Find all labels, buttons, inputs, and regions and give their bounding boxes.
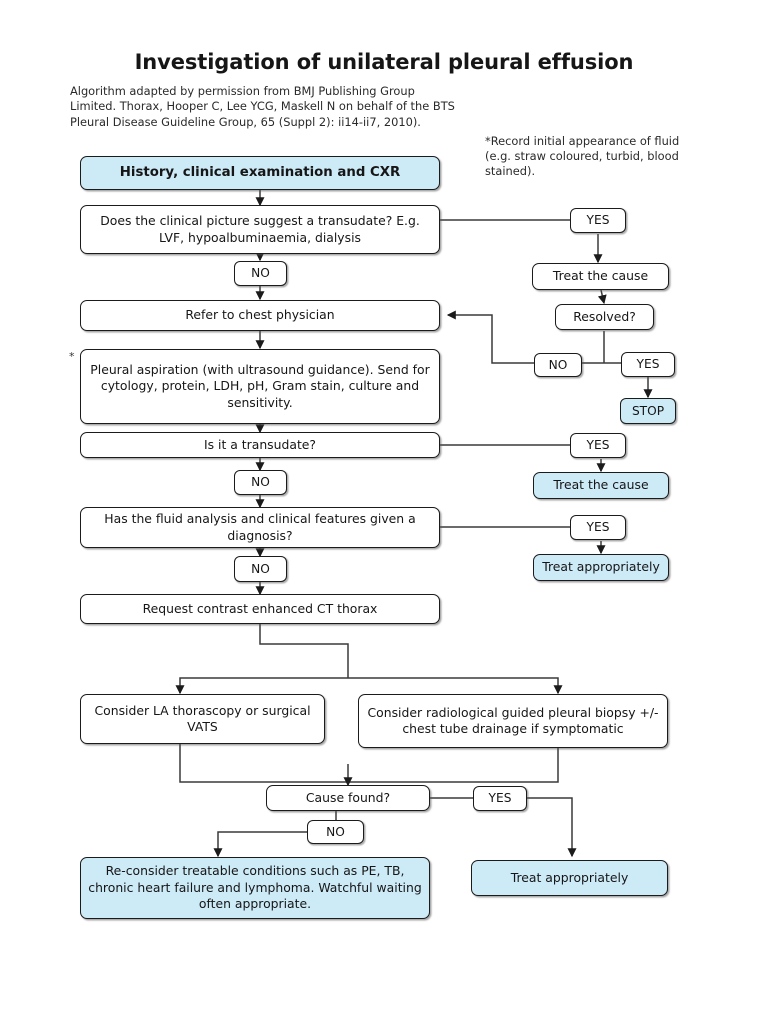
node-cause-found-label: Cause found? [305,789,391,805]
node-resolved-label: Resolved? [573,308,636,324]
page-title: Investigation of unilateral pleural effu… [134,50,634,74]
node-treat-appropriately-mid[interactable]: Treat appropriately [533,554,669,581]
node-resolved[interactable]: Resolved? [555,304,654,330]
node-no-3[interactable]: NO [234,556,287,582]
node-pleural-biopsy[interactable]: Consider radiological guided pleural bio… [358,694,668,748]
node-no-3-label: NO [251,561,270,576]
node-pleural-biopsy-label: Consider radiological guided pleural bio… [367,704,659,736]
node-treat-cause-blue[interactable]: Treat the cause [533,472,669,499]
node-treat-appropriately-bottom-label: Treat appropriately [510,869,629,885]
asterisk-marker: * [69,350,75,363]
node-yes-1-label: YES [586,213,610,228]
node-diagnosis-question[interactable]: Has the fluid analysis and clinical feat… [80,507,440,548]
node-cause-found[interactable]: Cause found? [266,785,430,811]
node-cause-found-yes-label: YES [488,791,512,806]
node-reconsider-conditions[interactable]: Re-consider treatable conditions such as… [80,857,430,919]
node-yes-3[interactable]: YES [570,515,626,540]
node-treat-cause-top-label: Treat the cause [552,268,649,284]
node-no-1-label: NO [251,266,270,281]
node-resolved-no-label: NO [548,357,568,372]
node-resolved-yes[interactable]: YES [621,352,675,377]
node-resolved-yes-label: YES [636,357,660,372]
node-cause-found-no-label: NO [326,824,345,839]
node-stop-label: STOP [631,403,665,418]
node-no-1[interactable]: NO [234,261,287,286]
node-transudate-question[interactable]: Does the clinical picture suggest a tran… [80,205,440,254]
node-ct-thorax[interactable]: Request contrast enhanced CT thorax [80,594,440,624]
node-history[interactable]: History, clinical examination and CXR [80,156,440,190]
node-transudate-question-label: Does the clinical picture suggest a tran… [100,213,420,245]
node-resolved-no[interactable]: NO [534,353,582,377]
node-reconsider-conditions-label: Re-consider treatable conditions such as… [88,863,422,912]
node-pleural-aspiration[interactable]: Pleural aspiration (with ultrasound guid… [80,349,440,424]
node-treat-appropriately-mid-label: Treat appropriately [542,559,660,575]
node-thoracoscopy-label: Consider LA thorascopy or surgical VATS [94,702,311,734]
node-yes-2-label: YES [586,438,610,453]
node-treat-appropriately-bottom[interactable]: Treat appropriately [471,860,668,896]
node-is-it-a-transudate-label: Is it a transudate? [203,436,317,452]
node-cause-found-yes[interactable]: YES [473,786,527,811]
node-thoracoscopy[interactable]: Consider LA thorascopy or surgical VATS [80,694,325,744]
node-treat-cause-blue-label: Treat the cause [553,477,649,493]
node-yes-2[interactable]: YES [570,433,626,458]
node-no-2-label: NO [251,475,270,490]
fluid-appearance-note: *Record initial appearance of fluid (e.g… [485,134,680,179]
node-yes-3-label: YES [586,520,610,535]
node-ct-thorax-label: Request contrast enhanced CT thorax [142,600,378,616]
node-is-it-a-transudate[interactable]: Is it a transudate? [80,432,440,458]
node-treat-cause-top[interactable]: Treat the cause [532,263,669,290]
node-refer-chest-physician-label: Refer to chest physician [185,307,335,323]
node-history-label: History, clinical examination and CXR [119,164,401,180]
node-no-2[interactable]: NO [234,470,287,495]
node-refer-chest-physician[interactable]: Refer to chest physician [80,300,440,331]
credit-text: Algorithm adapted by permission from BMJ… [70,84,455,129]
node-cause-found-no[interactable]: NO [307,820,364,844]
node-yes-1[interactable]: YES [570,208,626,233]
node-diagnosis-question-label: Has the fluid analysis and clinical feat… [104,511,416,543]
node-pleural-aspiration-label: Pleural aspiration (with ultrasound guid… [90,361,430,410]
node-stop[interactable]: STOP [620,398,676,424]
